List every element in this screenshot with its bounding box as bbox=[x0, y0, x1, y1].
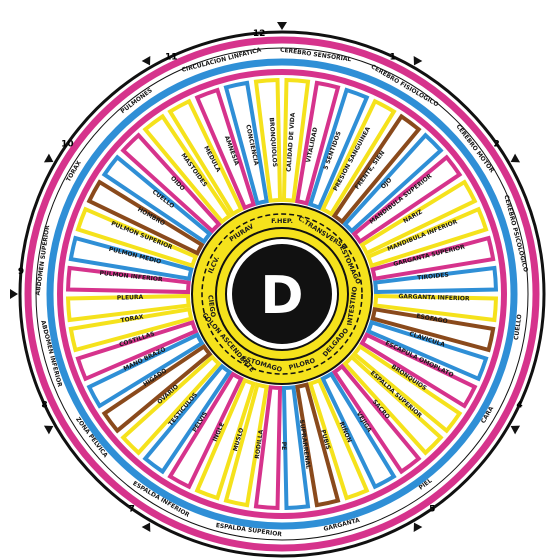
clock-number: 11 bbox=[165, 53, 178, 63]
clock-number: 1 bbox=[390, 53, 396, 63]
clock-number: 12 bbox=[253, 29, 266, 39]
zone-label: PLEURA bbox=[117, 294, 144, 302]
clock-marker-icon bbox=[10, 289, 18, 299]
clock-number: 5 bbox=[429, 505, 435, 515]
clock-number: 8 bbox=[41, 401, 47, 411]
zone-label: PE bbox=[280, 442, 287, 451]
center-letter: D bbox=[260, 266, 303, 326]
clock-number: 9 bbox=[18, 267, 24, 277]
clock-number: 7 bbox=[129, 505, 135, 515]
clock-number: 2 bbox=[493, 140, 499, 150]
digestive-ring: D bbox=[192, 204, 372, 384]
clock-number: 10 bbox=[61, 140, 74, 150]
clock-number: 4 bbox=[516, 401, 522, 411]
clock-marker-icon bbox=[277, 22, 287, 30]
digestive-label: F.HEP. bbox=[271, 217, 293, 225]
